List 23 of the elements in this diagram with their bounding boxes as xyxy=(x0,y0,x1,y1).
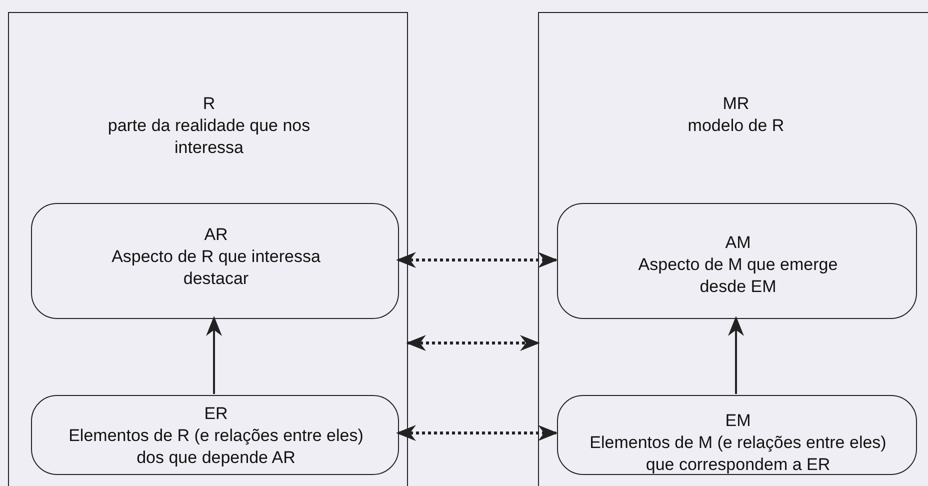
box-heading: EM xyxy=(724,410,752,432)
arrow xyxy=(406,335,540,351)
rounded-box xyxy=(557,395,917,475)
rounded-box xyxy=(557,203,917,319)
arrow xyxy=(728,316,744,394)
arrow xyxy=(396,425,558,441)
box-heading: R xyxy=(202,93,216,115)
arrow xyxy=(396,252,558,268)
box-heading: AM xyxy=(724,232,752,254)
box-text: Elementos de R (e relações entre eles) dos que depende AR xyxy=(68,425,364,469)
box-text: Aspecto de R que interessa destacar xyxy=(110,246,322,290)
box-text: modelo de R xyxy=(686,115,786,137)
box-heading: AR xyxy=(203,224,229,246)
arrow xyxy=(206,316,222,394)
box-text: Aspecto de M que emerge desde EM xyxy=(637,254,839,298)
rounded-box xyxy=(31,395,399,475)
region-frame xyxy=(8,12,408,486)
box-heading: ER xyxy=(203,403,229,425)
box-text: parte da realidade que nos interessa xyxy=(106,115,312,159)
rounded-box xyxy=(31,203,399,319)
box-text: Elementos de M (e relações entre eles) que correspondem a ER xyxy=(588,432,888,476)
box-heading: MR xyxy=(722,93,750,115)
region-frame xyxy=(538,12,928,486)
